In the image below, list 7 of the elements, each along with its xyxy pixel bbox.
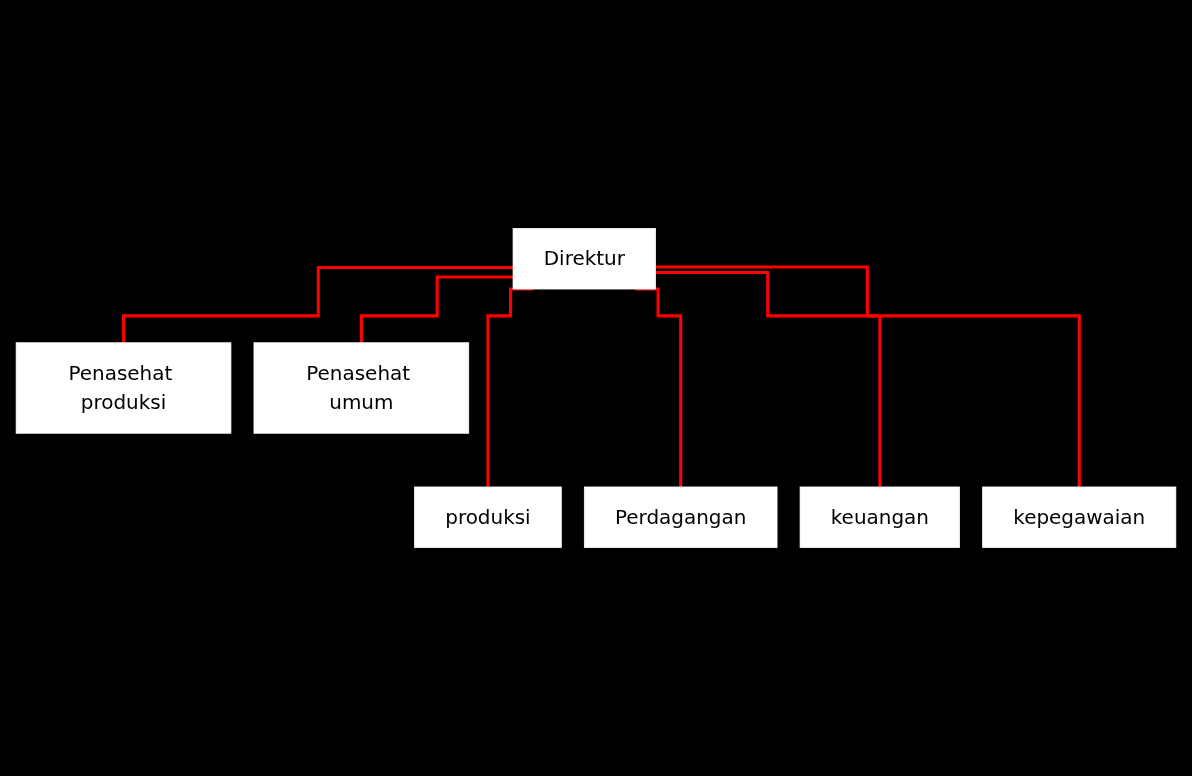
node-box: Perdagangan <box>583 486 778 548</box>
node-box: produksi <box>414 486 562 548</box>
node-box: Penasehat umum <box>253 342 470 434</box>
node-box: Penasehat produksi <box>15 342 232 434</box>
node-box: keuangan <box>799 486 960 548</box>
node-box: kepegawaian <box>982 486 1177 548</box>
node-box: Direktur <box>512 228 656 290</box>
